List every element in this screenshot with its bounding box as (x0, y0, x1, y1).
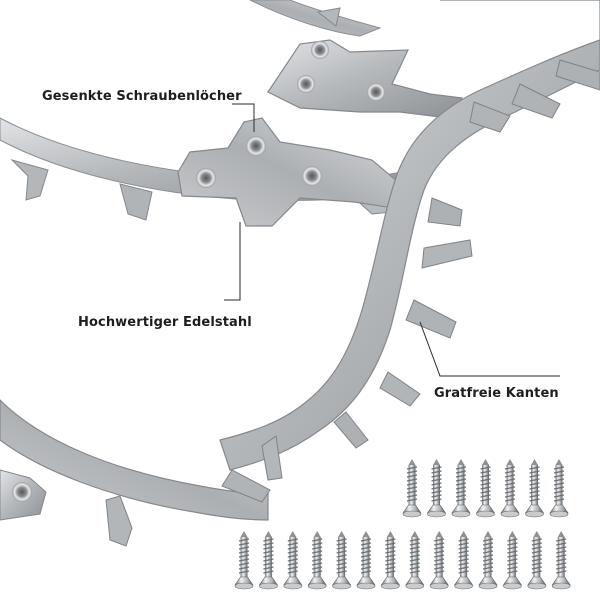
screw (451, 459, 471, 518)
screw (426, 459, 447, 518)
label-burr-free-edges: Gratfreie Kanten (434, 386, 559, 401)
screw-set (234, 459, 571, 590)
screw (380, 531, 400, 590)
countersunk-hole (297, 75, 315, 93)
screw (524, 459, 545, 518)
screw (402, 459, 422, 518)
screw (500, 459, 520, 518)
screw (502, 531, 522, 590)
countersunk-hole (311, 41, 329, 59)
screw (478, 531, 498, 590)
countersunk-hole (12, 482, 32, 502)
screw (454, 531, 474, 590)
label-countersunk-holes: Gesenkte Schraubenlöcher (42, 89, 242, 104)
screw (332, 531, 352, 590)
leader-countersunk (232, 103, 255, 132)
screw (356, 531, 376, 590)
screw (234, 531, 254, 590)
leader-lines (224, 103, 560, 377)
screw (527, 531, 547, 590)
ring-bottom-left (0, 399, 271, 547)
screw (283, 531, 303, 590)
screw (429, 531, 449, 590)
screw (551, 531, 571, 590)
screw (549, 459, 569, 518)
countersunk-hole (196, 168, 216, 188)
screw (258, 531, 278, 590)
mounting-bracket-top (267, 39, 464, 119)
screw (307, 531, 327, 590)
leader-edges (419, 321, 560, 377)
ring-right (219, 0, 600, 481)
screw (475, 459, 496, 518)
mounting-bracket-middle (177, 117, 399, 227)
label-stainless-steel: Hochwertiger Edelstahl (78, 315, 252, 330)
leader-steel (224, 222, 241, 301)
screw (405, 531, 425, 590)
countersunk-hole (302, 166, 322, 186)
countersunk-hole (246, 136, 266, 156)
countersunk-hole (367, 83, 385, 101)
